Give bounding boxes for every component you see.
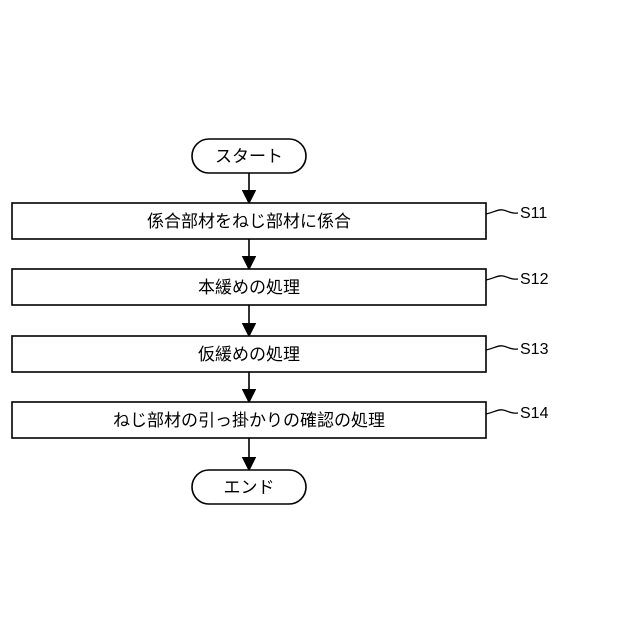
process-step-s12: 本緩めの処理 S12	[12, 269, 549, 305]
start-terminal: スタート	[192, 139, 306, 173]
end-terminal: エンド	[192, 470, 306, 504]
leader-line-s12	[486, 276, 518, 280]
process-step-s11: 係合部材をねじ部材に係合 S11	[12, 203, 547, 239]
process-label-s14: ねじ部材の引っ掛かりの確認の処理	[113, 411, 385, 431]
start-terminal-label: スタート	[215, 147, 283, 167]
step-id-s11: S11	[520, 205, 547, 222]
leader-line-s14	[486, 410, 518, 414]
leader-line-s11	[486, 210, 518, 214]
process-label-s13: 仮緩めの処理	[198, 345, 300, 365]
step-id-s12: S12	[520, 271, 549, 288]
leader-line-s13	[486, 346, 518, 350]
process-step-s13: 仮緩めの処理 S13	[12, 336, 549, 372]
process-label-s12: 本緩めの処理	[198, 278, 300, 298]
step-id-s14: S14	[520, 405, 549, 422]
process-step-s14: ねじ部材の引っ掛かりの確認の処理 S14	[12, 402, 549, 438]
process-label-s11: 係合部材をねじ部材に係合	[147, 212, 351, 232]
end-terminal-label: エンド	[224, 478, 275, 498]
step-id-s13: S13	[520, 341, 549, 358]
